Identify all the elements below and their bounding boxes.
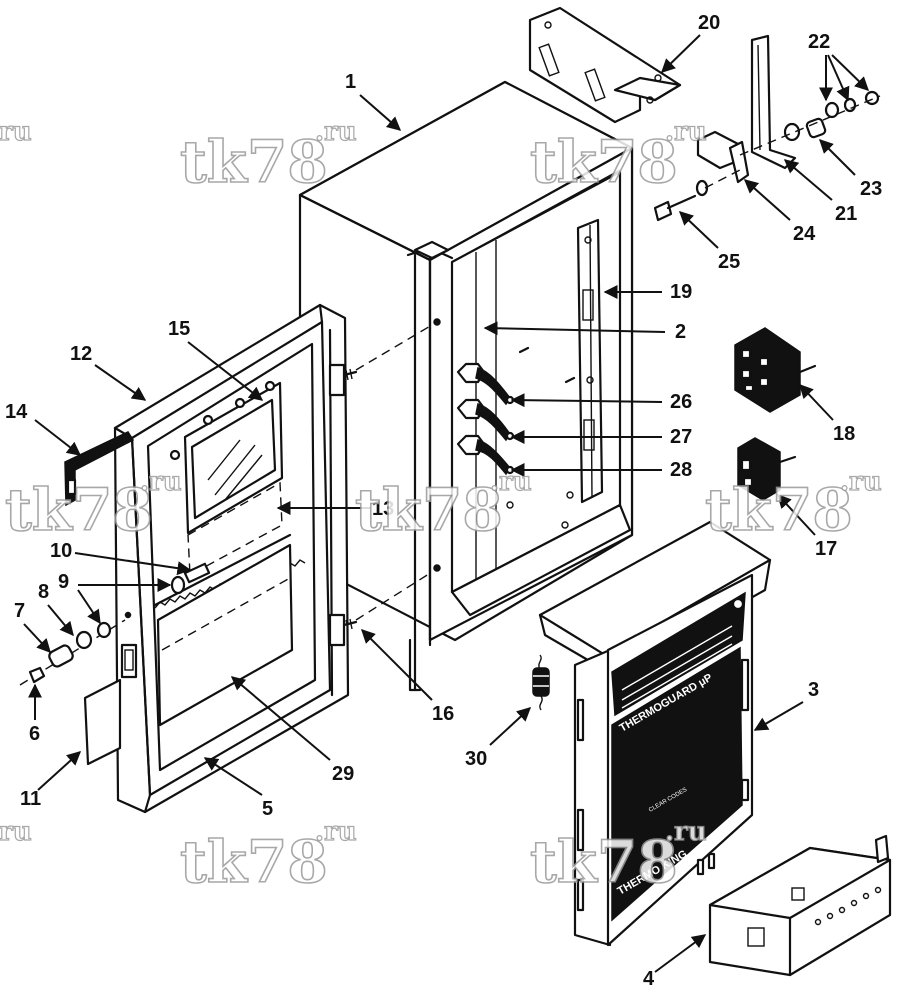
watermark-suffix: .ru — [490, 467, 532, 497]
watermark-suffix: .ru — [315, 817, 357, 847]
part-label-22: 22 — [808, 31, 830, 53]
mounting-rail — [576, 218, 604, 504]
leader-line-5 — [203, 757, 263, 796]
leader-line-2 — [483, 321, 666, 336]
switch-17 — [737, 437, 797, 501]
leader-line-7 — [23, 623, 51, 654]
part-label-2: 2 — [675, 321, 686, 343]
leader-line-29 — [230, 676, 331, 761]
watermark-tk78: tk78 — [530, 128, 678, 196]
part-label-16: 16 — [432, 703, 454, 725]
part-label-1: 1 — [345, 71, 356, 93]
watermark-suffix: .ru — [840, 467, 882, 497]
watermark-suffix: .ru — [665, 817, 707, 847]
leader-line-25 — [678, 211, 719, 249]
leader-line-1 — [359, 94, 402, 131]
part-label-30: 30 — [465, 748, 487, 770]
controller-module: THERMOGUARD μP CLEAR CODES THERMO KING — [538, 520, 772, 947]
part-label-9: 9 — [58, 571, 69, 593]
watermark-suffix: .ru — [0, 117, 32, 147]
leader-line-10 — [74, 552, 192, 576]
leader-line-26 — [510, 393, 663, 408]
leader-line-20 — [660, 34, 701, 73]
part-label-15: 15 — [168, 318, 190, 340]
part-label-14: 14 — [5, 401, 28, 423]
leader-line-22c — [831, 54, 870, 91]
leader-line-15 — [187, 341, 264, 401]
door-handle — [64, 431, 135, 507]
watermark-suffix: .ru — [140, 467, 182, 497]
watermark-suffix: .ru — [665, 117, 707, 147]
relay-18 — [734, 327, 817, 413]
leader-line-17 — [777, 493, 816, 536]
part-label-26: 26 — [670, 391, 692, 413]
watermark-suffix: .ru — [0, 817, 32, 847]
part-label-11: 11 — [20, 788, 41, 810]
watermark-tk78: tk78 — [180, 128, 328, 196]
watermark-suffix: .ru — [315, 117, 357, 147]
door-frame — [113, 303, 433, 814]
part-label-21: 21 — [835, 203, 857, 225]
part-label-7: 7 — [14, 600, 25, 622]
leader-line-11 — [37, 751, 82, 791]
part-label-6: 6 — [29, 723, 40, 745]
leader-line-18 — [799, 383, 834, 421]
part-label-23: 23 — [860, 178, 882, 200]
part-label-25: 25 — [718, 251, 740, 273]
leader-line-23 — [819, 139, 856, 176]
watermark-tk78: tk78 — [705, 476, 853, 544]
part-label-27: 27 — [670, 426, 692, 448]
cover-plate — [708, 834, 892, 977]
watermark-tk78: tk78 — [180, 828, 328, 896]
left-hardware — [19, 619, 126, 686]
watermark-layer: tk78 .ru tk78 .ru tk78 .ru tk78 .ru tk78… — [0, 116, 882, 896]
part-label-29: 29 — [332, 763, 354, 785]
part-label-28: 28 — [670, 459, 692, 481]
leader-line-16 — [361, 629, 433, 701]
callout-leaders — [23, 34, 870, 973]
part-label-8: 8 — [38, 581, 49, 603]
leader-line-22b — [827, 54, 850, 102]
part-label-5: 5 — [262, 798, 273, 820]
spare-card — [83, 678, 122, 766]
leader-line-14 — [34, 419, 82, 456]
part-label-24: 24 — [793, 223, 816, 245]
part-label-17: 17 — [815, 538, 837, 560]
part-label-4: 4 — [643, 968, 655, 990]
door-fasteners — [124, 562, 211, 619]
top-bracket — [528, 6, 682, 124]
part-label-13: 13 — [372, 498, 394, 520]
part-label-12: 12 — [70, 343, 92, 365]
hardware-group — [653, 34, 881, 222]
part-label-20: 20 — [698, 12, 720, 34]
resistor-30 — [532, 654, 550, 711]
part-label-18: 18 — [833, 423, 855, 445]
leader-line-30 — [489, 707, 532, 746]
watermark-tk78: tk78 — [5, 476, 153, 544]
leader-line-12 — [94, 364, 147, 401]
leader-line-21 — [783, 159, 833, 201]
cable-glands — [456, 362, 515, 476]
watermark-tk78: tk78 — [530, 828, 678, 896]
part-label-10: 10 — [50, 540, 72, 562]
leader-line-24 — [743, 179, 791, 221]
leader-line-4 — [654, 934, 707, 973]
leader-line-9b — [77, 589, 101, 625]
leader-line-8 — [47, 604, 74, 637]
watermark-tk78: tk78 — [355, 476, 503, 544]
part-label-3: 3 — [808, 679, 819, 701]
part-label-19: 19 — [670, 281, 692, 303]
leader-line-3 — [753, 701, 804, 731]
